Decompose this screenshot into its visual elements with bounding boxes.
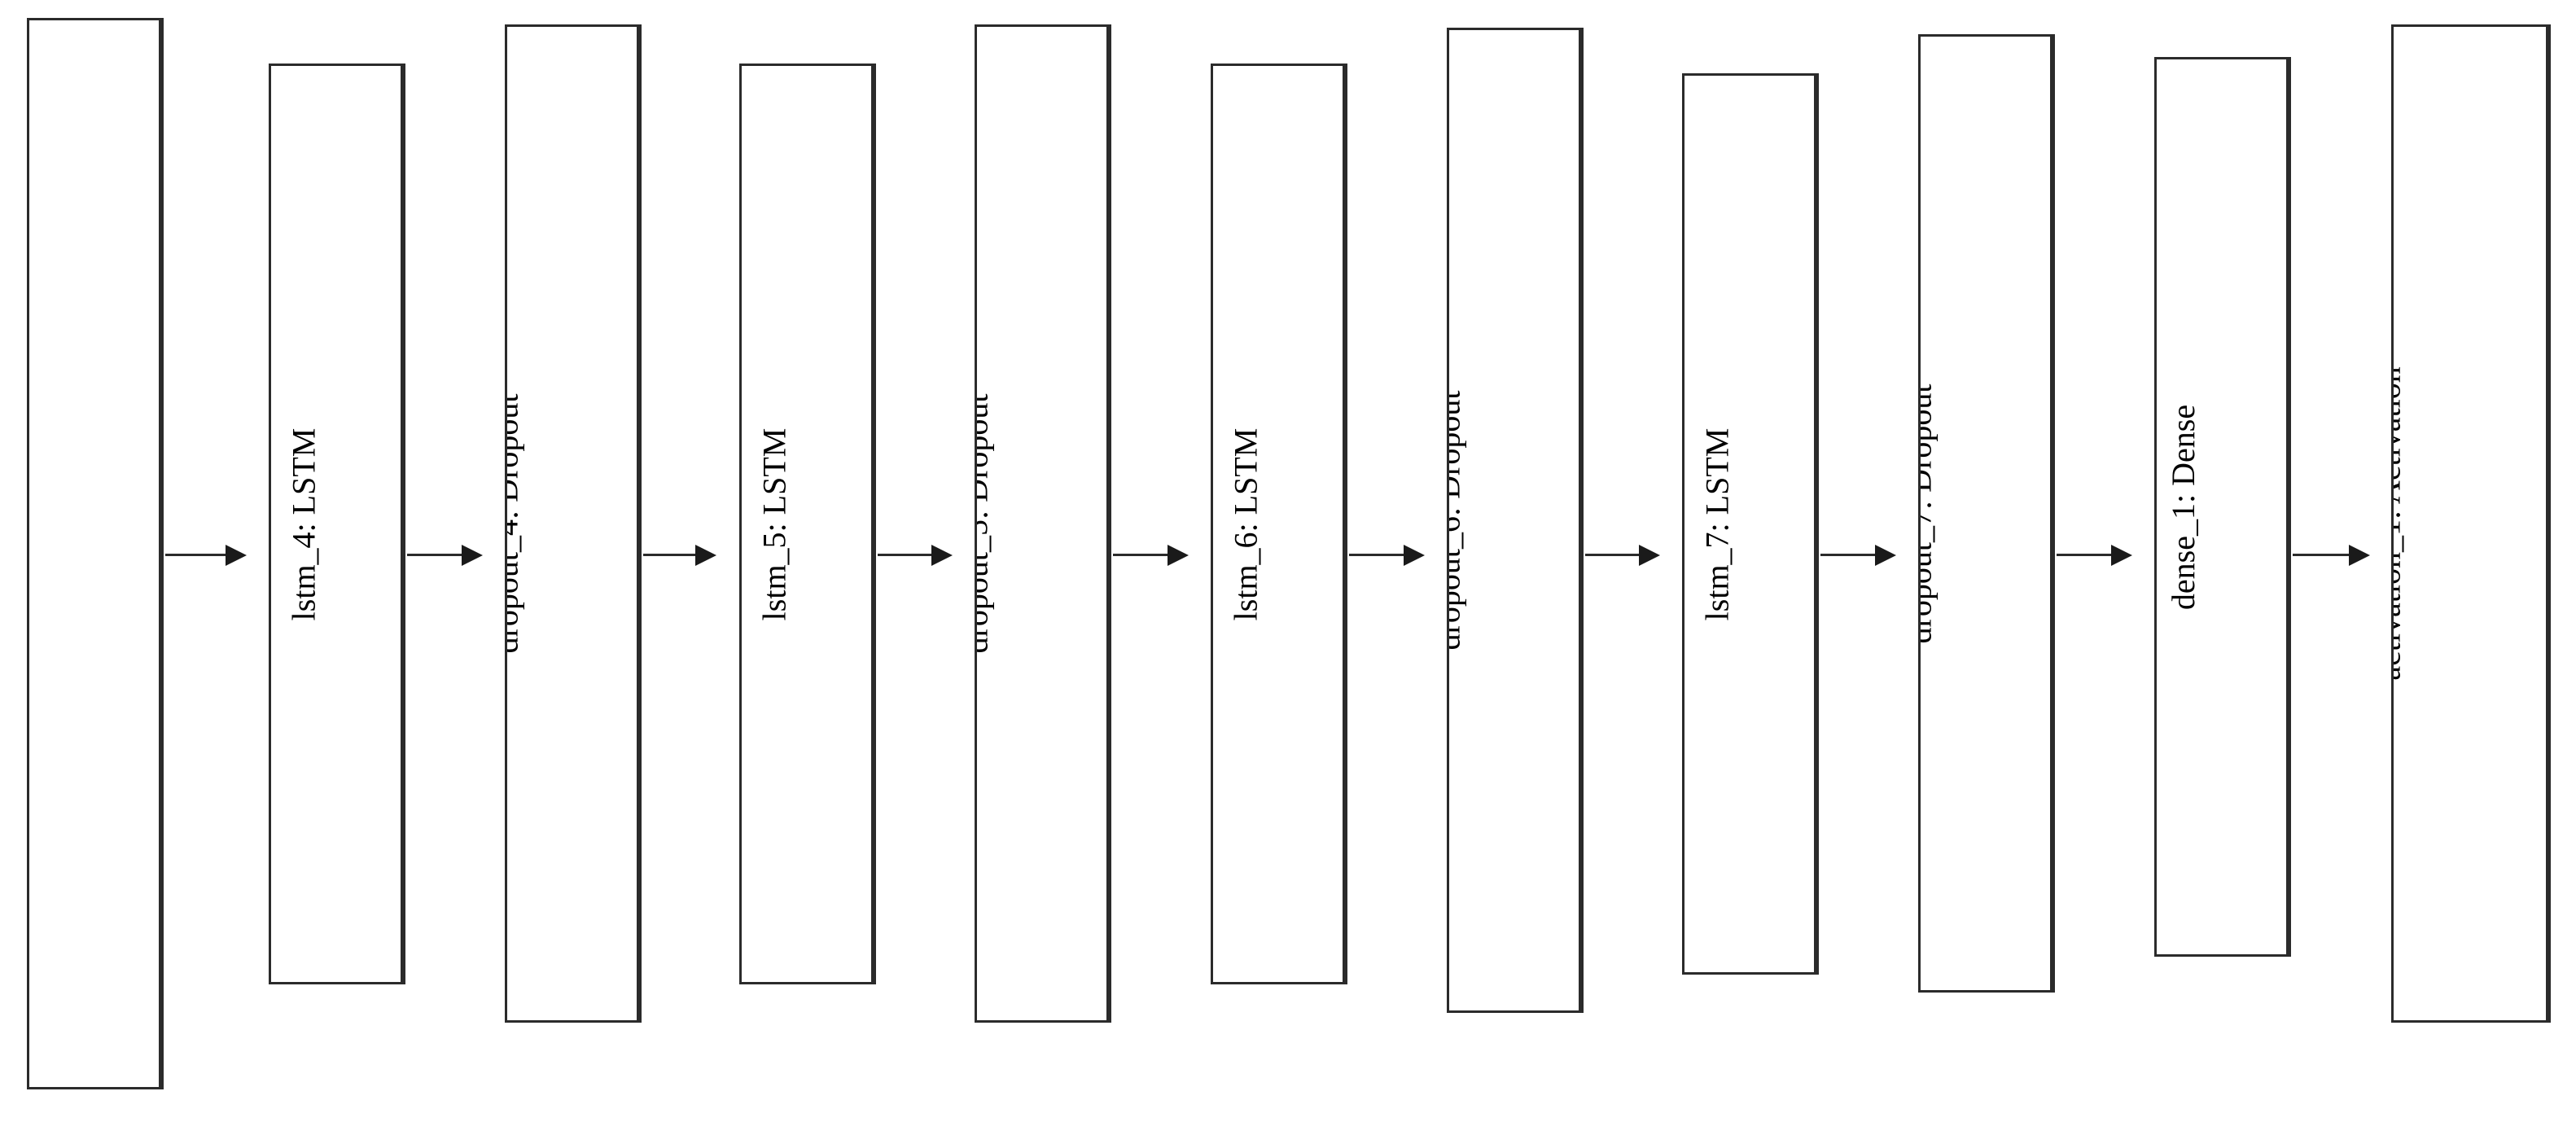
node-title-cell: lstm_7: LSTM	[1684, 76, 1814, 972]
edge-line	[1349, 554, 1405, 556]
edge-line	[1113, 554, 1169, 556]
node-title-cell: lstm_4_input: InputLayer	[29, 20, 159, 1087]
node-title-section: lstm_4: LSTM	[271, 66, 403, 982]
node-title-cell: dense_1: Dense	[2157, 59, 2286, 954]
edge-arrowhead	[2111, 545, 2132, 566]
node-title-section: lstm_6: LSTM	[1213, 66, 1345, 982]
edge-line	[1820, 554, 1877, 556]
node-title-text: dropout_6: Dropout	[1447, 390, 1467, 651]
node-title-text: activation_1: Activation	[2391, 366, 2407, 681]
node-title-text: dropout_4: Dropout	[505, 393, 525, 654]
node-title-cell: lstm_6: LSTM	[1213, 66, 1343, 982]
node-title-text: lstm_7: LSTM	[1698, 427, 1736, 620]
node-title-section: dense_1: Dense	[2157, 59, 2289, 954]
node-title-section: dropout_7: Dropout	[1918, 37, 2052, 990]
edge-arrowhead	[1404, 545, 1425, 566]
node-title-text: lstm_5: LSTM	[756, 427, 793, 620]
node-title-section: lstm_4_input: InputLayer	[29, 20, 161, 1087]
edge-arrowhead	[931, 545, 953, 566]
edge-line	[878, 554, 933, 556]
graph-node-activation_1[interactable]: activation_1: Activationfloat32(None, 16…	[2391, 24, 2551, 1023]
graph-node-lstm_7[interactable]: lstm_7: LSTMfloat32(None, 7, 64)(None, 3…	[1682, 73, 1819, 975]
edge-line	[407, 554, 463, 556]
node-title-text: dropout_7: Dropout	[1918, 383, 1939, 643]
node-title-text: lstm_6: LSTM	[1227, 427, 1264, 620]
graph-node-lstm_4_input[interactable]: lstm_4_input: InputLayerfloat32[(None, 7…	[27, 18, 164, 1089]
node-title-section: lstm_7: LSTM	[1684, 76, 1816, 972]
node-title-section: lstm_5: LSTM	[742, 66, 874, 982]
edge-arrowhead	[1168, 545, 1189, 566]
graph-node-lstm_5[interactable]: lstm_5: LSTMfloat32(None, 7, 120)(None, …	[739, 64, 876, 984]
edge-line	[1585, 554, 1641, 556]
edge-arrowhead	[1875, 545, 1896, 566]
edge-arrowhead	[462, 545, 483, 566]
edge-line	[2057, 554, 2113, 556]
graph-node-lstm_6[interactable]: lstm_6: LSTMfloat32(None, 7, 128)(None, …	[1211, 64, 1347, 984]
edge-arrowhead	[1639, 545, 1660, 566]
node-title-cell: dropout_4: Dropout	[505, 27, 637, 1020]
edge-line	[2293, 554, 2350, 556]
graph-node-lstm_4[interactable]: lstm_4: LSTMfloat32(None, 7, 16)(None, 7…	[269, 64, 405, 984]
node-title-text: dropout_5: Dropout	[975, 393, 995, 654]
graph-node-dropout_5[interactable]: dropout_5: Dropoutfloat32(None, 7, 128)(…	[975, 24, 1111, 1023]
node-title-text: lstm_4: LSTM	[285, 427, 322, 620]
node-title-cell: lstm_4: LSTM	[271, 66, 401, 982]
node-title-section: activation_1: Activation	[2391, 27, 2548, 1020]
node-title-cell: lstm_5: LSTM	[742, 66, 871, 982]
edge-arrowhead	[695, 545, 716, 566]
edge-arrowhead	[226, 545, 247, 566]
graph-node-dropout_4[interactable]: dropout_4: Dropoutfloat32(None, 7, 120)(…	[505, 24, 642, 1023]
node-title-cell: dropout_5: Dropout	[975, 27, 1106, 1020]
node-title-cell: dropout_7: Dropout	[1918, 37, 2050, 990]
node-title-section: dropout_6: Dropout	[1447, 30, 1581, 1010]
edge-arrowhead	[2349, 545, 2370, 566]
node-title-cell: dropout_6: Dropout	[1447, 30, 1579, 1010]
graph-node-dropout_7[interactable]: dropout_7: Dropoutfloat32(None, 32)(None…	[1918, 34, 2055, 993]
graph-node-dense_1[interactable]: dense_1: Densefloat32(None, 32)(None, 16…	[2154, 57, 2291, 957]
edge-line	[165, 554, 227, 556]
edge-line	[643, 554, 697, 556]
node-title-section: dropout_4: Dropout	[505, 27, 639, 1020]
node-title-cell: activation_1: Activation	[2391, 27, 2546, 1020]
node-title-text: dense_1: Dense	[2164, 404, 2201, 610]
graph-node-dropout_6[interactable]: dropout_6: Dropoutfloat32(None, 7, 64)(N…	[1447, 28, 1584, 1013]
node-title-section: dropout_5: Dropout	[975, 27, 1109, 1020]
